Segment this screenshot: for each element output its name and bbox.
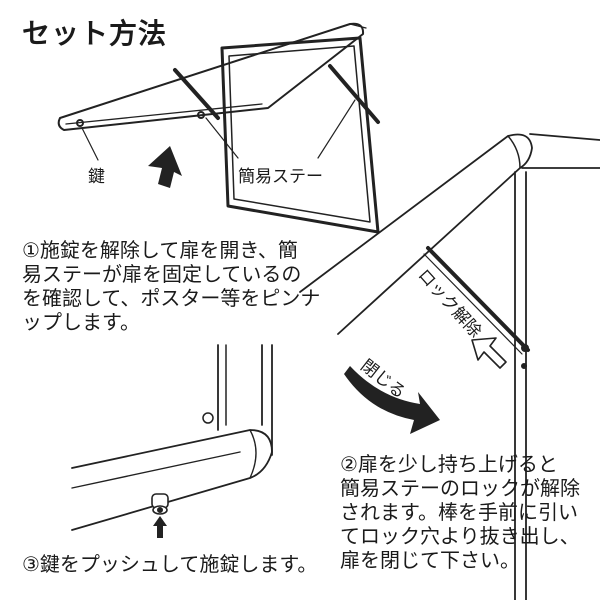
step1-line: 易ステーが扉を固定しているの: [22, 262, 302, 286]
rail-top: [299, 133, 533, 335]
page-title: セット方法: [22, 17, 168, 50]
key-hole: [76, 119, 84, 127]
step3-text: ③鍵をプッシュして施錠します。: [22, 552, 317, 576]
lock-knob-icon: [151, 493, 169, 515]
key-leader: [81, 127, 99, 161]
stay-rod: [426, 246, 530, 352]
step1-line: ップします。: [22, 310, 140, 334]
figure-lock: [71, 344, 273, 538]
step1-line: ①施錠を解除して扉を開き、簡: [22, 238, 298, 262]
figure-open-case: [57, 22, 380, 234]
close-arrow-icon: [344, 366, 440, 434]
stay-right: [328, 64, 380, 124]
step2-line: 簡易ステーのロックが解除: [340, 476, 580, 500]
step2-text: ②扉を少し持ち上げると 簡易ステーのロックが解除 されます。棒を手前に引い てロ…: [340, 452, 580, 572]
step2-line: 扉を閉じて下さい。: [340, 548, 520, 572]
stay-left: [173, 68, 220, 120]
key-label: 鍵: [88, 167, 105, 187]
up-arrow-icon: [148, 146, 182, 188]
step1-line: を確認して、ポスター等をピンナ: [22, 286, 321, 310]
step2-line: てロック穴より抜き出し、: [340, 524, 580, 548]
figure-closing: [299, 133, 600, 600]
stay-label: 簡易ステー: [238, 167, 323, 187]
push-arrow-icon: [153, 516, 167, 538]
step2-line: されます。棒を手前に引い: [340, 500, 578, 524]
step1-text: ①施錠を解除して扉を開き、簡 易ステーが扉を固定しているの を確認して、ポスター…: [22, 238, 320, 334]
step2-line: ②扉を少し持ち上げると: [340, 452, 558, 476]
stay-leader: [205, 117, 239, 159]
step3-line: ③鍵をプッシュして施錠します。: [22, 552, 318, 576]
case-frame: [220, 36, 380, 234]
outline-arrow-icon: [471, 337, 507, 369]
open-door: [57, 22, 365, 131]
